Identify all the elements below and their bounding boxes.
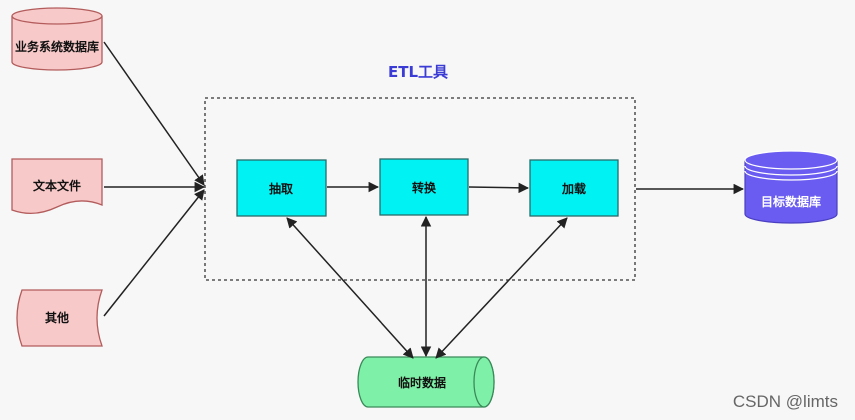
- target-db: 目标数据库: [744, 150, 838, 224]
- step-load: 加载: [529, 159, 619, 217]
- step-extract: 抽取: [236, 159, 327, 217]
- target-db-label: 目标数据库: [761, 194, 821, 209]
- source-text-file: 文本文件: [11, 158, 103, 214]
- source-other: 其他: [16, 289, 103, 347]
- temp-data: 临时数据: [357, 356, 495, 408]
- step-extract-label: 抽取: [269, 181, 293, 196]
- step-transform: 转换: [379, 158, 469, 216]
- arrow-other-to-etl: [103, 189, 205, 317]
- source-business-db-label: 业务系统数据库: [15, 39, 99, 54]
- arrow-business-db-to-etl: [103, 41, 205, 186]
- source-text-file-label: 文本文件: [33, 178, 81, 193]
- temp-data-label: 临时数据: [398, 375, 446, 390]
- source-other-label: 其他: [45, 310, 69, 325]
- step-transform-label: 转换: [412, 180, 437, 195]
- arrow-extract-temp: [286, 217, 414, 359]
- source-business-db: 业务系统数据库: [11, 7, 103, 71]
- watermark: CSDN @limts: [733, 392, 838, 411]
- etl-tool-title: ETL工具: [388, 63, 448, 81]
- arrow-load-temp: [435, 217, 568, 359]
- arrow-transform-to-load: [468, 182, 530, 194]
- step-load-label: 加载: [561, 181, 586, 196]
